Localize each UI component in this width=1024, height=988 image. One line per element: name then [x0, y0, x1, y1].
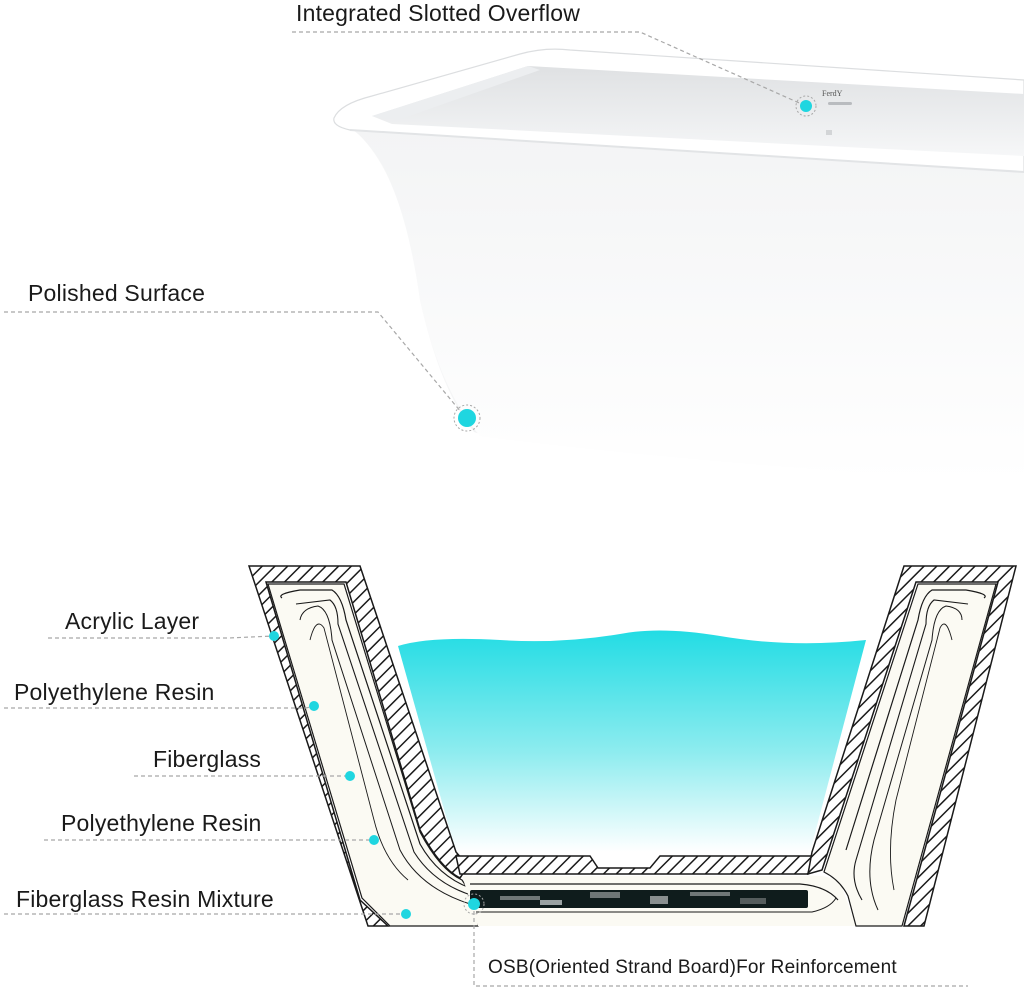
marker-fiberglass — [345, 771, 355, 781]
marker-osb — [468, 898, 480, 910]
marker-osb-halo — [463, 893, 485, 915]
leader-acrylic — [48, 635, 275, 639]
leader-resin1 — [4, 705, 315, 709]
leader-surface — [4, 311, 467, 419]
osb-texture — [500, 892, 766, 905]
marker-surface — [458, 409, 476, 427]
callout-overflow: Integrated Slotted Overflow — [296, 0, 581, 26]
marker-overflow-halo — [795, 95, 817, 117]
right-wall-hatch — [807, 565, 1017, 927]
marker-surface-halo — [453, 404, 481, 432]
callout-resin2: Polyethylene Resin — [61, 810, 262, 836]
floor-hatch — [455, 855, 813, 875]
callout-osb: OSB(Oriented Strand Board)For Reinforcem… — [488, 957, 897, 978]
leader-lines — [4, 31, 968, 987]
water-fill — [398, 630, 866, 852]
right-wall-core — [823, 583, 997, 927]
tub-inner-basin — [372, 66, 1024, 156]
callout-resin1: Polyethylene Resin — [14, 679, 215, 705]
marker-overflow — [800, 100, 812, 112]
callout-mixture: Fiberglass Resin Mixture — [16, 886, 274, 912]
callout-surface: Polished Surface — [28, 280, 206, 306]
tub-photo: FerdY — [333, 48, 1024, 482]
tub-front-body — [350, 128, 1024, 482]
marker-mixture — [401, 909, 411, 919]
callout-fiberglass: Fiberglass — [153, 746, 262, 772]
marker-resin2 — [369, 835, 379, 845]
marker-resin1 — [309, 701, 319, 711]
cross-section — [247, 565, 1017, 927]
callout-acrylic: Acrylic Layer — [65, 608, 200, 634]
leader-overflow — [292, 31, 807, 107]
marker-acrylic — [269, 631, 279, 641]
markers — [269, 95, 817, 919]
brand-mark: FerdY — [822, 89, 843, 98]
overflow-slot — [828, 102, 852, 105]
